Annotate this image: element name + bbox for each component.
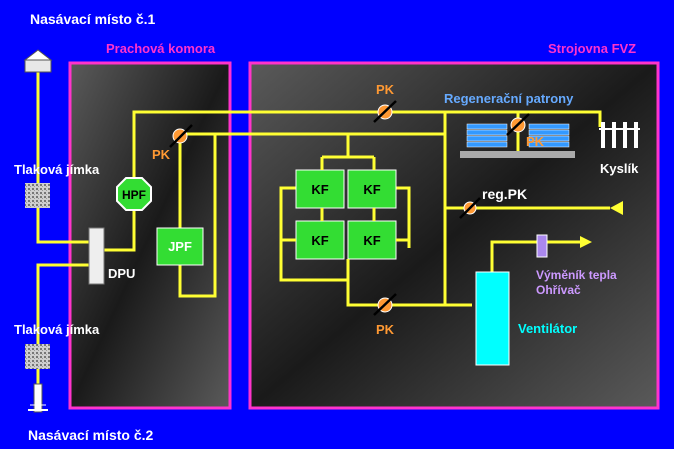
label-intake-2: Nasávací místo č.2: [28, 427, 154, 443]
label-pressure-pit-2: Tlaková jímka: [14, 322, 100, 337]
fan-unit: [475, 271, 510, 366]
regen-cartridges: [460, 123, 575, 158]
kf-filter-2: [347, 169, 397, 209]
kf-connectors: [281, 157, 409, 270]
oxygen-bottles: [599, 122, 640, 148]
valve-pk-top: [373, 100, 397, 123]
hpf-filter: [116, 177, 152, 211]
label-pressure-pit-1: Tlaková jímka: [14, 162, 100, 177]
pipes: [36, 72, 610, 390]
label-pk-regen: PK: [526, 134, 545, 149]
valve-pk-regen: [506, 113, 530, 136]
kf-filter-1: [295, 169, 345, 209]
intake-2-cap: [28, 383, 48, 413]
label-engine-room: Strojovna FVZ: [548, 41, 636, 56]
label-kf-4: KF: [363, 233, 380, 248]
kf-filter-3: [295, 220, 345, 260]
label-pk-bottom: PK: [376, 322, 395, 337]
label-regen-cartridges: Regenerační patrony: [444, 91, 574, 106]
label-heat-exchanger: Výměník tepla: [536, 268, 617, 282]
dpu-box: [88, 227, 105, 285]
valve-reg-pk: [459, 197, 481, 219]
label-fan: Ventilátor: [518, 321, 577, 336]
intake-1-cap: [23, 49, 53, 73]
jpf-filter: [156, 227, 204, 266]
label-oxygen: Kyslík: [600, 161, 639, 176]
outlet-arrow: [580, 236, 592, 248]
label-kf-1: KF: [311, 182, 328, 197]
label-pk-top: PK: [376, 82, 395, 97]
label-pk-left: PK: [152, 147, 171, 162]
heat-exchanger-box: [536, 234, 548, 258]
label-reg-pk: reg.PK: [482, 186, 527, 202]
label-jpf: JPF: [168, 239, 192, 254]
label-kf-3: KF: [311, 233, 328, 248]
pressure-pit-2-icon: [25, 344, 50, 369]
label-hpf: HPF: [122, 188, 146, 202]
label-heater: Ohřívač: [536, 283, 581, 297]
pressure-pit-1-icon: [25, 183, 50, 208]
reg-pk-arrow: [610, 201, 623, 215]
valve-pk-left: [169, 124, 193, 148]
label-kf-2: KF: [363, 182, 380, 197]
label-dpu: DPU: [108, 266, 135, 281]
kf-filter-4: [347, 220, 397, 260]
label-dust-chamber: Prachová komora: [106, 41, 216, 56]
label-intake-1: Nasávací místo č.1: [30, 11, 156, 27]
valve-pk-bottom: [373, 293, 397, 316]
